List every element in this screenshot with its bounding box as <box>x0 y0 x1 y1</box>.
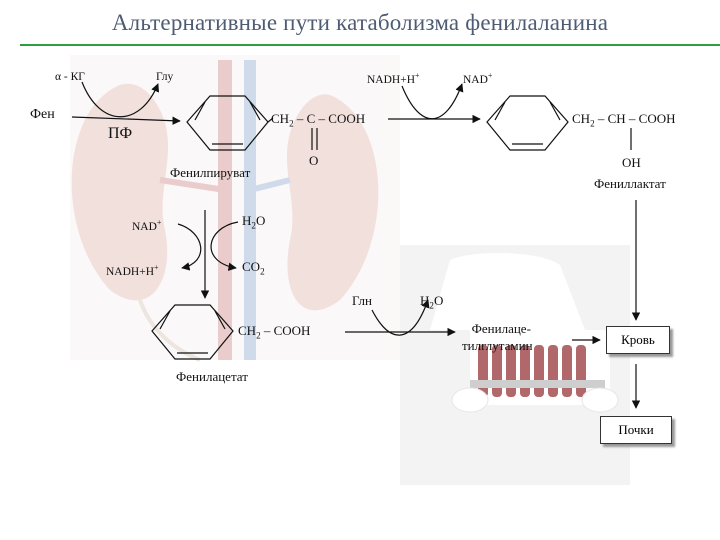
benzene-ring-phenylpyruvate <box>186 95 274 151</box>
arc-h2o-co2 <box>210 221 239 271</box>
phenyllactate-side-chain: CH2 – CH – COOH <box>572 111 676 129</box>
label-water-2: H2O <box>420 293 444 311</box>
label-nad-top: NAD+ <box>463 71 493 86</box>
kidneys-box: Почки <box>600 416 672 444</box>
arc-gln-h2o <box>371 299 430 336</box>
label-water-1: H2O <box>242 213 266 231</box>
label-alpha-ketoglutarate: α - КГ <box>55 71 85 83</box>
label-carbon-dioxide: CO2 <box>242 259 265 277</box>
label-phenylpyruvate: Фенилпируват <box>170 165 251 180</box>
label-phenylalanine: Фен <box>30 107 55 122</box>
page-title: Альтернативные пути катаболизма фенилала… <box>111 10 609 35</box>
label-nadh-left: NADH+H+ <box>106 263 159 278</box>
kidney-anatomy-image <box>70 55 400 362</box>
benzene-ring-phenyllactate <box>486 95 569 151</box>
label-enzyme-pf: ПФ <box>108 125 133 142</box>
hydroxyl-group: OH <box>622 155 641 170</box>
label-nadh-top: NADH+H+ <box>367 71 420 86</box>
label-nad-left: NAD+ <box>132 218 162 233</box>
phenylpyruvate-side-chain: CH2 – C – COOH <box>271 111 366 129</box>
keto-oxygen: O <box>309 153 319 168</box>
arrow-phe-to-phenylpyruvate <box>71 116 181 125</box>
title-underline <box>20 44 720 46</box>
blood-box: Кровь <box>606 326 670 354</box>
test-tubes-photo <box>400 245 630 485</box>
label-glutamine: Глн <box>352 293 372 308</box>
keto-double-bond <box>311 128 318 150</box>
benzene-ring-phenylacetate <box>151 304 234 360</box>
label-phenylacetate: Фенилацетат <box>176 369 248 384</box>
arc-akg-glu <box>81 81 160 118</box>
label-phenyllactate: Фениллактат <box>594 176 666 191</box>
arc-nadh-nad <box>401 83 464 120</box>
label-glutamate: Глу <box>156 71 174 83</box>
phenylacetate-side-chain: CH2 – COOH <box>238 323 311 341</box>
label-phenylacetylglutamine: Фенилаце- тилглутамин <box>462 321 533 353</box>
arc-nad-nadh <box>177 223 202 271</box>
